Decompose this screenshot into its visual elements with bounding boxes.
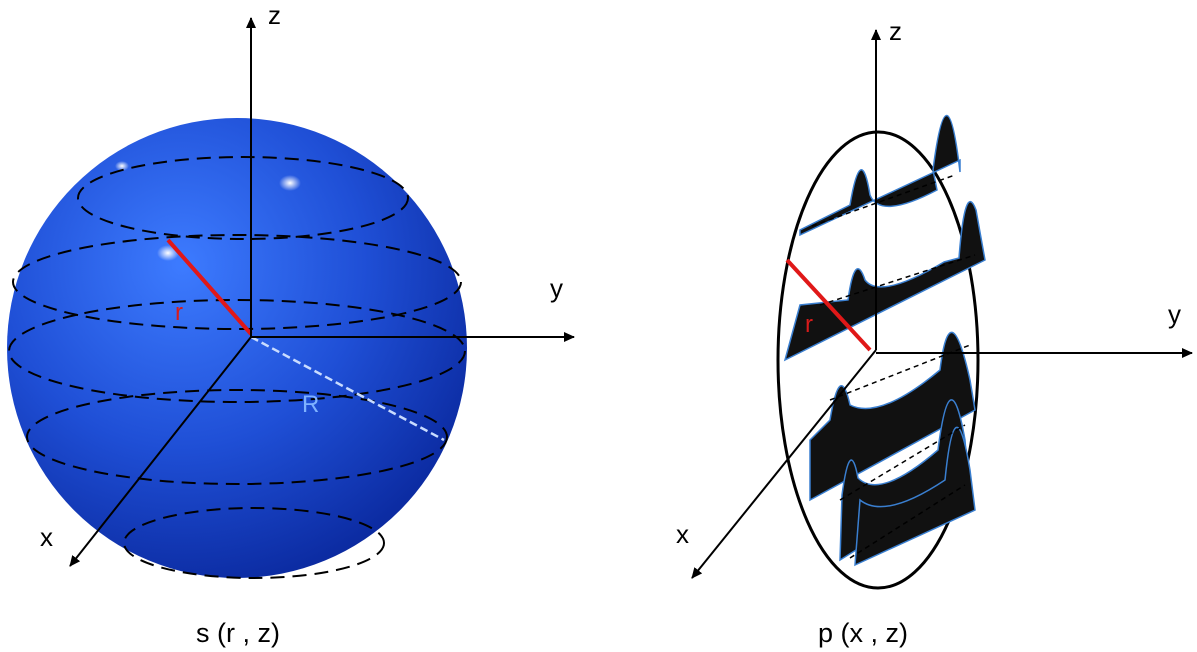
left-panel: z y x r R s (r , z) bbox=[7, 0, 575, 648]
latitude-ring bbox=[123, 507, 385, 579]
sphere-glint bbox=[279, 175, 301, 191]
radius-r-line bbox=[785, 258, 872, 352]
profile-slice bbox=[809, 331, 976, 502]
x-axis bbox=[69, 336, 252, 567]
x-axis bbox=[691, 349, 877, 579]
slice-baselines bbox=[811, 174, 976, 559]
left-caption: s (r , z) bbox=[196, 618, 280, 648]
radius-r-label: r bbox=[175, 299, 183, 326]
profile-slice bbox=[799, 115, 961, 237]
sphere bbox=[7, 118, 467, 578]
latitude-ring bbox=[8, 299, 466, 403]
projection-outline bbox=[776, 130, 980, 590]
latitude-ring bbox=[12, 234, 462, 330]
slice-baseline bbox=[829, 344, 971, 401]
latitude-ring bbox=[77, 156, 409, 240]
x-axis-label: x bbox=[676, 519, 689, 549]
x-axis-label: x bbox=[40, 522, 53, 552]
slice-baseline bbox=[811, 174, 956, 227]
sphere-glint bbox=[115, 161, 129, 171]
z-axis-label: z bbox=[889, 16, 902, 46]
radius-R-line bbox=[250, 335, 445, 442]
radius-r-label: r bbox=[805, 311, 813, 338]
right-panel: z y x r p (x , z) bbox=[676, 16, 1193, 648]
y-axis-label: y bbox=[1168, 299, 1181, 329]
profile-slice bbox=[854, 426, 976, 567]
slice-baseline bbox=[819, 254, 976, 306]
latitude-rings bbox=[8, 156, 466, 579]
z-axis-label: z bbox=[268, 0, 281, 30]
radius-r-line bbox=[166, 238, 253, 336]
right-caption: p (x , z) bbox=[818, 618, 908, 648]
slice-baseline bbox=[839, 424, 966, 501]
slice-baseline bbox=[849, 484, 966, 559]
y-axis-label: y bbox=[550, 273, 563, 303]
latitude-ring bbox=[26, 389, 448, 485]
radius-R-label: R bbox=[302, 391, 319, 418]
profile-slices bbox=[783, 115, 986, 567]
profile-slice bbox=[783, 200, 986, 362]
